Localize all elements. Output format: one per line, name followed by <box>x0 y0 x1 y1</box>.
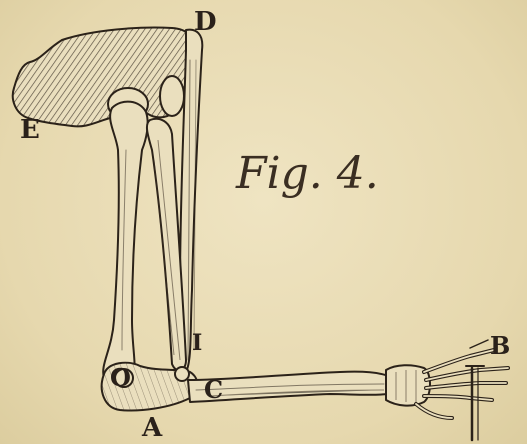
scapula <box>13 28 196 127</box>
label-b: B <box>490 331 510 360</box>
label-d: D <box>194 7 217 37</box>
figure-title: Fig. 4. <box>235 148 379 199</box>
label-a: A <box>141 413 163 443</box>
label-i: I <box>192 330 202 356</box>
label-c: C <box>204 375 223 404</box>
label-e: E <box>20 115 40 145</box>
humerus <box>103 102 147 389</box>
label-o: O <box>110 363 131 392</box>
hanging-rod <box>466 366 484 440</box>
